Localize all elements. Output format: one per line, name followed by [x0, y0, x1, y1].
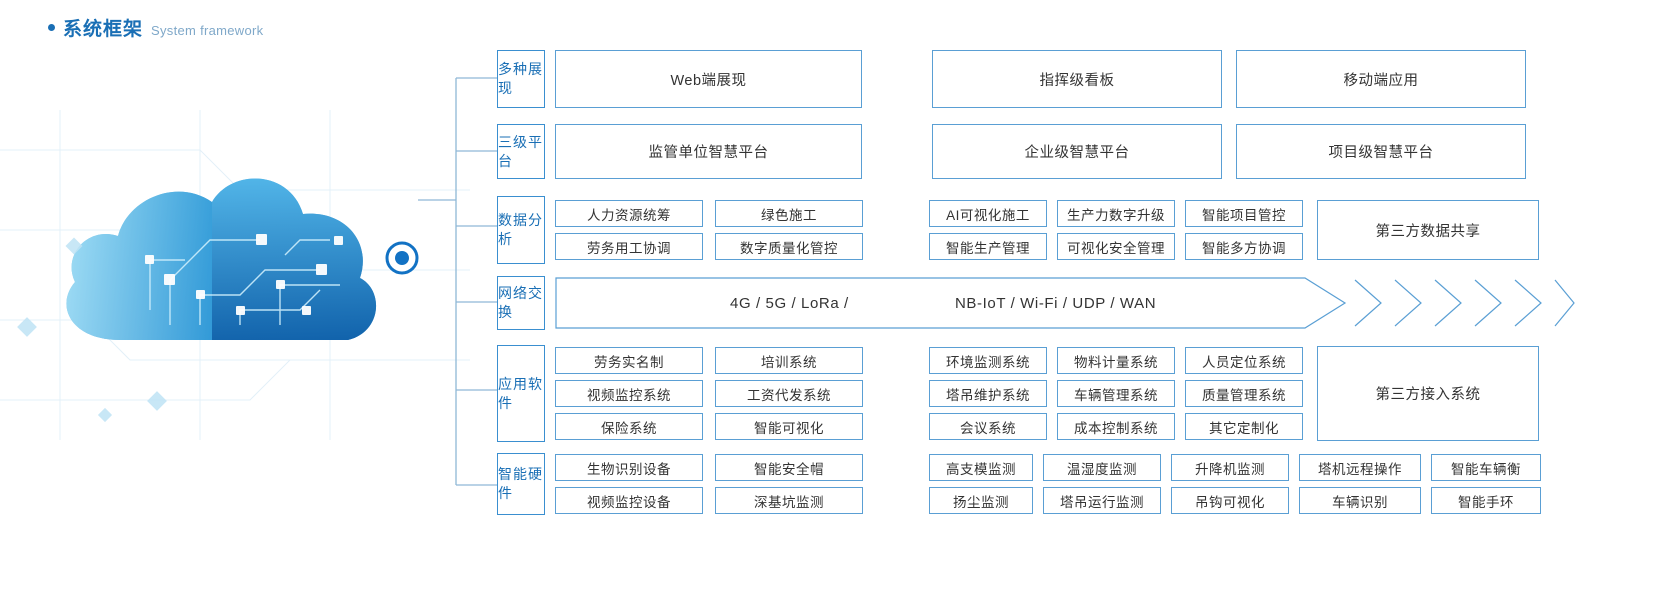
app-right-group: 环境监测系统 物料计量系统 人员定位系统 塔吊维护系统 车辆管理系统 质量管理系… [929, 345, 1303, 442]
box-smart-wristband[interactable]: 智能手环 [1431, 487, 1541, 514]
box-crane-maintenance[interactable]: 塔吊维护系统 [929, 380, 1047, 407]
box-insurance-system[interactable]: 保险系统 [555, 413, 703, 440]
platform-left-line-1: 监管单位智慧平台 [555, 124, 862, 179]
box-project-platform[interactable]: 项目级智慧平台 [1236, 124, 1526, 179]
box-tower-remote-operation[interactable]: 塔机远程操作 [1299, 454, 1421, 481]
hw-right-line-2: 扬尘监测 塔吊运行监测 吊钩可视化 车辆识别 智能手环 [929, 487, 1541, 514]
category-platform: 三级平台 [497, 124, 545, 179]
row-data-analysis: 数据分析 人力资源统筹 绿色施工 劳务用工协调 数字质量化管控 AI可视化施工 … [497, 196, 1539, 264]
data-left-line-1: 人力资源统筹 绿色施工 [555, 200, 863, 227]
category-hardware: 智能硬件 [497, 453, 545, 515]
box-high-formwork-monitoring[interactable]: 高支模监测 [929, 454, 1033, 481]
platform-right-line-1: 企业级智慧平台 项目级智慧平台 [932, 124, 1526, 179]
row-platform: 三级平台 监管单位智慧平台 企业级智慧平台 项目级智慧平台 [497, 124, 1526, 179]
box-hr-planning[interactable]: 人力资源统筹 [555, 200, 703, 227]
box-elevator-monitoring[interactable]: 升降机监测 [1171, 454, 1289, 481]
tree-connector [418, 77, 502, 486]
box-smart-vehicle-scale[interactable]: 智能车辆衡 [1431, 454, 1541, 481]
box-smart-production-mgmt[interactable]: 智能生产管理 [929, 233, 1047, 260]
box-video-monitor-device[interactable]: 视频监控设备 [555, 487, 703, 514]
row-display: 多种展现 Web端展现 指挥级看板 移动端应用 [497, 50, 1526, 108]
box-command-dashboard[interactable]: 指挥级看板 [932, 50, 1222, 108]
box-regulator-platform[interactable]: 监管单位智慧平台 [555, 124, 862, 179]
box-material-metering[interactable]: 物料计量系统 [1057, 347, 1175, 374]
app-left-group: 劳务实名制 培训系统 视频监控系统 工资代发系统 保险系统 智能可视化 [555, 345, 863, 442]
hw-right-line-1: 高支模监测 温湿度监测 升降机监测 塔机远程操作 智能车辆衡 [929, 454, 1541, 481]
hw-right-group: 高支模监测 温湿度监测 升降机监测 塔机远程操作 智能车辆衡 扬尘监测 塔吊运行… [929, 453, 1541, 515]
box-productivity-upgrade[interactable]: 生产力数字升级 [1057, 200, 1175, 227]
display-left-group: Web端展现 [555, 50, 862, 108]
box-other-customization[interactable]: 其它定制化 [1185, 413, 1303, 440]
box-labor-realname[interactable]: 劳务实名制 [555, 347, 703, 374]
box-deep-pit-monitoring[interactable]: 深基坑监测 [715, 487, 863, 514]
app-right-line-1: 环境监测系统 物料计量系统 人员定位系统 [929, 347, 1303, 374]
box-smart-project-control[interactable]: 智能项目管控 [1185, 200, 1303, 227]
box-third-party-access-system[interactable]: 第三方接入系统 [1317, 346, 1539, 441]
box-dust-monitoring[interactable]: 扬尘监测 [929, 487, 1033, 514]
display-left-line-1: Web端展现 [555, 50, 862, 108]
row-network: 网络交换 4G / 5G / LoRa / NB-IoT / Wi-Fi / U… [497, 276, 1575, 330]
box-biometric-device[interactable]: 生物识别设备 [555, 454, 703, 481]
page-title: 系统框架 [63, 19, 144, 40]
box-vehicle-recognition[interactable]: 车辆识别 [1299, 487, 1421, 514]
data-left-line-2: 劳务用工协调 数字质量化管控 [555, 233, 863, 260]
row-application: 应用软件 劳务实名制 培训系统 视频监控系统 工资代发系统 保险系统 智能可视化… [497, 345, 1539, 442]
platform-left-group: 监管单位智慧平台 [555, 124, 862, 179]
box-personnel-positioning[interactable]: 人员定位系统 [1185, 347, 1303, 374]
box-hook-visualization[interactable]: 吊钩可视化 [1171, 487, 1289, 514]
display-right-line-1: 指挥级看板 移动端应用 [932, 50, 1526, 108]
cloud-illustration [0, 110, 470, 440]
cloud-graphic-svg [0, 110, 470, 440]
box-labor-coordination[interactable]: 劳务用工协调 [555, 233, 703, 260]
network-text-right: NB-IoT / Wi-Fi / UDP / WAN [955, 294, 1157, 312]
network-text-left: 4G / 5G / LoRa / [730, 294, 849, 312]
category-data-analysis: 数据分析 [497, 196, 545, 264]
box-visual-safety-mgmt[interactable]: 可视化安全管理 [1057, 233, 1175, 260]
hw-left-line-2: 视频监控设备 深基坑监测 [555, 487, 863, 514]
data-right-line-1: AI可视化施工 生产力数字升级 智能项目管控 [929, 200, 1303, 227]
box-environment-monitoring[interactable]: 环境监测系统 [929, 347, 1047, 374]
app-right-line-3: 会议系统 成本控制系统 其它定制化 [929, 413, 1303, 440]
display-right-group: 指挥级看板 移动端应用 [932, 50, 1526, 108]
box-quality-management[interactable]: 质量管理系统 [1185, 380, 1303, 407]
box-cost-control[interactable]: 成本控制系统 [1057, 413, 1175, 440]
box-salary-payment-system[interactable]: 工资代发系统 [715, 380, 863, 407]
data-right-group: AI可视化施工 生产力数字升级 智能项目管控 智能生产管理 可视化安全管理 智能… [929, 196, 1303, 264]
box-digital-quality-control[interactable]: 数字质量化管控 [715, 233, 863, 260]
app-left-line-2: 视频监控系统 工资代发系统 [555, 380, 863, 407]
box-temp-humidity-monitoring[interactable]: 温湿度监测 [1043, 454, 1161, 481]
data-right-line-2: 智能生产管理 可视化安全管理 智能多方协调 [929, 233, 1303, 260]
box-smart-helmet[interactable]: 智能安全帽 [715, 454, 863, 481]
network-arrow-svg [555, 277, 1575, 329]
box-meeting-system[interactable]: 会议系统 [929, 413, 1047, 440]
row-hardware: 智能硬件 生物识别设备 智能安全帽 视频监控设备 深基坑监测 高支模监测 温湿度… [497, 453, 1541, 515]
box-video-monitoring-system[interactable]: 视频监控系统 [555, 380, 703, 407]
platform-right-group: 企业级智慧平台 项目级智慧平台 [932, 124, 1526, 179]
box-training-system[interactable]: 培训系统 [715, 347, 863, 374]
hw-left-line-1: 生物识别设备 智能安全帽 [555, 454, 863, 481]
category-application: 应用软件 [497, 345, 545, 442]
app-left-line-1: 劳务实名制 培训系统 [555, 347, 863, 374]
page-subtitle: System framework [151, 23, 264, 38]
box-mobile-app[interactable]: 移动端应用 [1236, 50, 1526, 108]
data-left-group: 人力资源统筹 绿色施工 劳务用工协调 数字质量化管控 [555, 196, 863, 264]
bullet-dot-icon [48, 24, 55, 31]
box-smart-multiparty[interactable]: 智能多方协调 [1185, 233, 1303, 260]
category-network: 网络交换 [497, 276, 545, 330]
box-ai-visual-construction[interactable]: AI可视化施工 [929, 200, 1047, 227]
box-crane-operation-monitoring[interactable]: 塔吊运行监测 [1043, 487, 1161, 514]
network-bar: 4G / 5G / LoRa / NB-IoT / Wi-Fi / UDP / … [555, 276, 1575, 330]
category-display: 多种展现 [497, 50, 545, 108]
app-right-line-2: 塔吊维护系统 车辆管理系统 质量管理系统 [929, 380, 1303, 407]
hw-left-group: 生物识别设备 智能安全帽 视频监控设备 深基坑监测 [555, 453, 863, 515]
page-header: 系统框架 System framework [48, 14, 263, 41]
box-vehicle-management[interactable]: 车辆管理系统 [1057, 380, 1175, 407]
app-left-line-3: 保险系统 智能可视化 [555, 413, 863, 440]
box-smart-visualization[interactable]: 智能可视化 [715, 413, 863, 440]
box-web-display[interactable]: Web端展现 [555, 50, 862, 108]
box-third-party-data-sharing[interactable]: 第三方数据共享 [1317, 200, 1539, 260]
box-enterprise-platform[interactable]: 企业级智慧平台 [932, 124, 1222, 179]
box-green-construction[interactable]: 绿色施工 [715, 200, 863, 227]
